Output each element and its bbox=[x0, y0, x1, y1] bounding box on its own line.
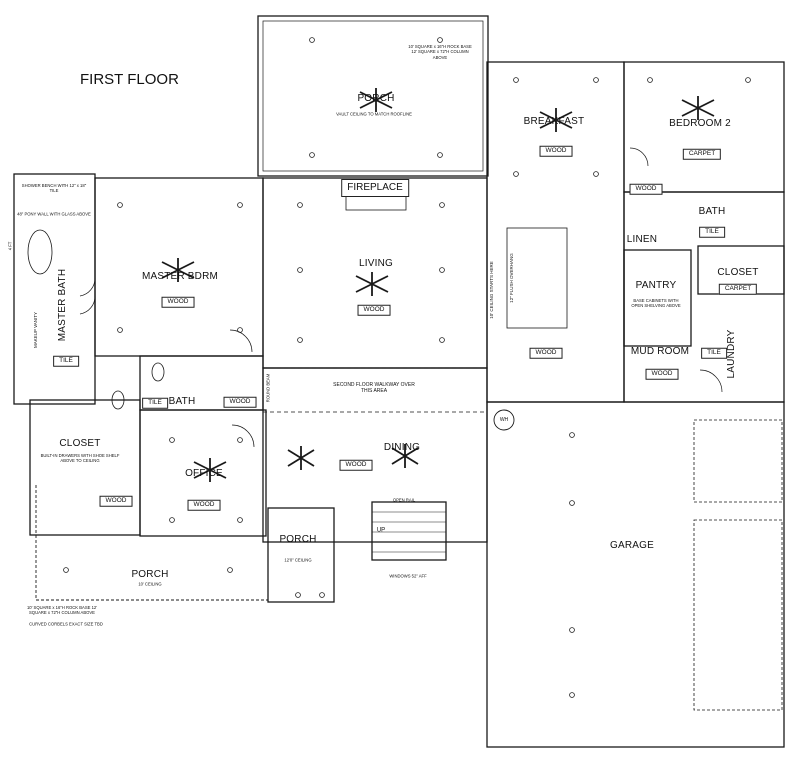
pony-wall-note: 48" PONY WALL WITH GLASS ABOVE bbox=[17, 211, 91, 217]
porch-front-walls bbox=[267, 507, 335, 603]
room-label-porch-bottom: PORCH bbox=[131, 569, 169, 580]
porch-bottom-note: 10' CEILING bbox=[138, 581, 162, 587]
floor-label-living: WOOD bbox=[357, 304, 391, 316]
stair-up-label: UP bbox=[376, 527, 386, 534]
floor-label-closet-left: WOOD bbox=[99, 495, 133, 507]
garage-walls bbox=[486, 401, 785, 748]
porch-top-note: VAULT CEILING TO MATCH ROOFLINE bbox=[336, 111, 412, 117]
pantry-walls bbox=[623, 249, 692, 347]
pantry-note: BASE CABINETS WITH OPEN SHELVING ABOVE bbox=[631, 297, 681, 308]
room-label-master-bedroom: MASTER BDRM bbox=[141, 271, 219, 282]
round-beam-note: ROUND BEAM bbox=[265, 373, 271, 403]
porch-front-note: 12'0" CEILING bbox=[284, 557, 312, 563]
floor-label-mud-tile: TILE bbox=[701, 347, 727, 359]
windows-aff-note: WINDOWS 52" AFF bbox=[389, 573, 427, 579]
floor-label-mud-wood: WOOD bbox=[645, 368, 679, 380]
door-swing-bath-lower bbox=[229, 329, 253, 353]
floor-label-bath-upper: TILE bbox=[699, 226, 725, 238]
room-label-office: OFFICE bbox=[185, 468, 223, 479]
master-tub bbox=[27, 229, 53, 275]
floor-label-kitchen: WOOD bbox=[529, 347, 563, 359]
room-label-fireplace: FIREPLACE bbox=[341, 179, 409, 197]
room-label-pantry: PANTRY bbox=[635, 280, 677, 291]
stair-walls bbox=[371, 501, 447, 561]
ceiling-light-markers bbox=[63, 37, 751, 698]
bath-lower-walls bbox=[139, 355, 264, 411]
door-swing-office bbox=[231, 424, 255, 448]
room-label-living: LIVING bbox=[359, 258, 393, 269]
kitchen-island bbox=[506, 227, 568, 329]
floor-label-closet-right: CARPET bbox=[718, 283, 758, 295]
room-label-bath-lower: BATH bbox=[168, 396, 196, 407]
room-label-bedroom-2: BEDROOM 2 bbox=[669, 118, 731, 129]
closet-left-note: BUILT-IN DRAWERS WITH SHOE SHELF ABOVE T… bbox=[40, 452, 120, 463]
porch-columns-note: 10' SQUARE x 16"H ROCK BASE 12' SQUARE x… bbox=[408, 44, 472, 60]
floor-label-dining: WOOD bbox=[339, 459, 373, 471]
room-label-master-bath: MASTER BATH bbox=[57, 268, 68, 342]
room-label-linen: LINEN bbox=[626, 234, 658, 245]
door-swing-bedroom2 bbox=[629, 147, 649, 167]
door-swing-master-1 bbox=[79, 277, 96, 297]
floor-label-breakfast: WOOD bbox=[539, 145, 573, 157]
door-swing-master-2 bbox=[79, 295, 96, 315]
porch-columns-bottom-note: 10' SQUARE x 16"H ROCK BASE 12' SQUARE x… bbox=[26, 604, 98, 615]
shower-bench-note: SHOWER BENCH WITH 12" x 18" TILE bbox=[21, 182, 87, 193]
room-label-garage: GARAGE bbox=[610, 540, 654, 551]
open-rail-note: OPEN RAIL bbox=[392, 497, 416, 503]
corbels-note: CURVED CORBELS EXACT SIZE TBD bbox=[29, 621, 103, 627]
porch-top-inner bbox=[262, 20, 484, 172]
room-label-porch-front: PORCH bbox=[279, 534, 317, 545]
floor-label-bath-lower: TILE bbox=[142, 397, 168, 409]
ceiling-fan-symbols bbox=[161, 88, 715, 482]
room-label-dining: DINING bbox=[383, 442, 421, 453]
room-label-laundry: LAUNDRY bbox=[726, 329, 737, 379]
closet-left-walls bbox=[29, 399, 141, 536]
water-heater bbox=[493, 409, 515, 431]
room-label-porch-top: PORCH bbox=[357, 93, 395, 104]
water-heater-label: WH bbox=[499, 416, 509, 423]
walkway-note: SECOND FLOOR WALKWAY OVER THIS AREA bbox=[333, 381, 415, 394]
room-label-bath-upper: BATH bbox=[698, 206, 726, 217]
room-label-breakfast: BREAKFAST bbox=[523, 116, 585, 127]
room-label-mud-room: MUD ROOM bbox=[630, 346, 690, 357]
floor-label-master-bedroom: WOOD bbox=[161, 296, 195, 308]
porch-top-outline bbox=[257, 15, 489, 177]
garage-bay-1 bbox=[693, 419, 783, 503]
floor-label-master-bath: TILE bbox=[53, 355, 79, 367]
master-bath-walls bbox=[13, 173, 96, 405]
living-walls bbox=[262, 177, 488, 369]
door-swing-mud bbox=[699, 369, 723, 393]
garage-bay-2 bbox=[693, 519, 783, 711]
stair-treads bbox=[372, 511, 446, 553]
floor-label-bedroom-2: CARPET bbox=[682, 148, 722, 160]
floor-label-bath-hall: WOOD bbox=[223, 396, 257, 408]
toilet-bath-lower bbox=[151, 362, 165, 382]
room-label-closet-right: CLOSET bbox=[717, 267, 759, 278]
floor-label-pantry-entry: WOOD bbox=[629, 183, 663, 195]
toilet-master-bath bbox=[111, 390, 125, 410]
room-label-closet-left: CLOSET bbox=[59, 438, 101, 449]
floor-plan-title: FIRST FLOOR bbox=[80, 71, 179, 88]
ceiling-step-note: 10' CEILING STARTS HERE bbox=[489, 261, 495, 319]
floor-label-office: WOOD bbox=[187, 499, 221, 511]
makeup-vanity-note: MAKEUP VANITY bbox=[33, 311, 39, 349]
four-ft-note: 4 FT bbox=[7, 241, 13, 251]
bar-overhang-note: 12" FLUSH OVERHANG bbox=[509, 253, 515, 303]
porch-bottom-outline bbox=[35, 485, 269, 601]
